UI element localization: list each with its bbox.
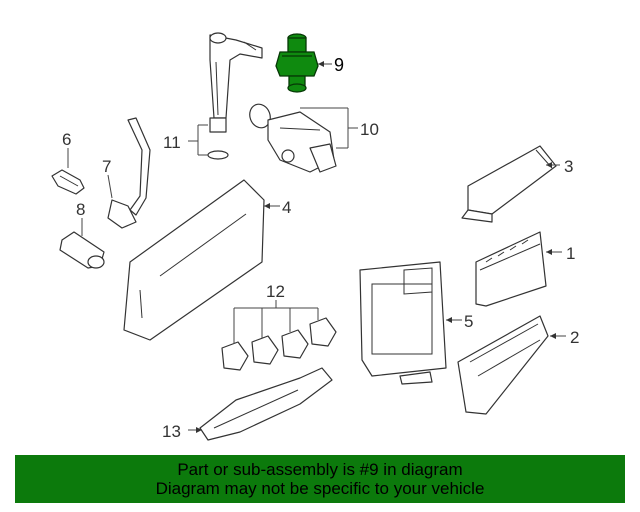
- callout-5-label: 5: [464, 312, 473, 331]
- part-10-sensor[interactable]: [246, 101, 337, 173]
- part-4-panel[interactable]: [123, 179, 265, 341]
- callout-8: 8: [76, 200, 85, 236]
- banner-line-2: Diagram may not be specific to your vehi…: [155, 479, 485, 498]
- part-1-fuse-block[interactable]: [475, 231, 547, 307]
- callout-8-label: 8: [76, 200, 85, 219]
- part-6-sensor[interactable]: [51, 169, 85, 195]
- callout-7-label: 7: [102, 157, 111, 176]
- callout-3-label: 3: [564, 157, 573, 176]
- parts-diagram: 9 11 10 6: [51, 32, 579, 441]
- banner-line-1: Part or sub-assembly is #9 in diagram: [177, 460, 463, 479]
- part-12-coils[interactable]: [221, 317, 337, 371]
- part-11-coil[interactable]: [207, 32, 263, 160]
- callout-2-label: 2: [570, 328, 579, 347]
- callout-4-label: 4: [282, 198, 291, 217]
- callout-11-label: 11: [163, 133, 181, 152]
- callout-6-label: 6: [62, 130, 71, 149]
- callout-1-label: 1: [566, 244, 575, 263]
- part-7-sensor[interactable]: [107, 117, 151, 229]
- callout-9: 9: [318, 55, 344, 75]
- callout-3: 3: [546, 157, 573, 176]
- part-5-module[interactable]: [359, 261, 447, 385]
- callout-13-label: 13: [162, 422, 181, 441]
- part-9-sensor[interactable]: [275, 33, 319, 93]
- callout-12: 12: [233, 282, 319, 344]
- callout-7: 7: [102, 157, 113, 199]
- part-2-tray[interactable]: [457, 315, 549, 415]
- callout-10-label: 10: [360, 120, 379, 139]
- part-13-harness[interactable]: [199, 367, 333, 441]
- callout-11: 11: [163, 124, 208, 156]
- callout-10: 10: [300, 107, 379, 149]
- callout-13: 13: [162, 422, 202, 441]
- callout-4: 4: [264, 198, 291, 217]
- callout-6: 6: [62, 130, 71, 168]
- callout-2: 2: [550, 328, 579, 347]
- callout-12-label: 12: [266, 282, 285, 301]
- callout-1: 1: [546, 244, 575, 263]
- callout-5: 5: [446, 312, 473, 331]
- callout-9-label: 9: [334, 55, 344, 75]
- info-banner: Part or sub-assembly is #9 in diagram Di…: [15, 455, 625, 503]
- part-3-cover[interactable]: [461, 145, 557, 223]
- part-8-boot[interactable]: [59, 231, 105, 269]
